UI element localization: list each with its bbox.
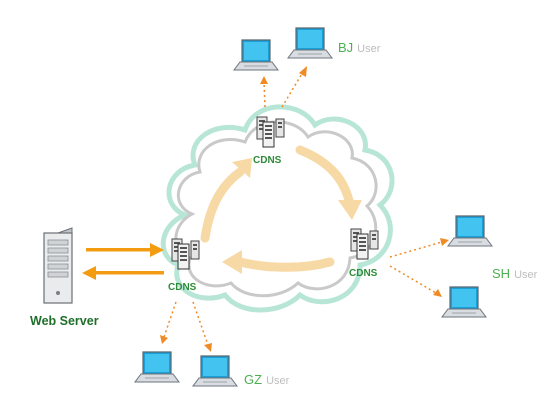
user-links <box>160 66 449 352</box>
gz-region-label: GZ User <box>244 372 290 387</box>
sh-region-code: SH <box>492 266 510 281</box>
sh-users: SH User <box>441 215 538 318</box>
laptop-icon <box>287 27 333 59</box>
laptop-icon <box>134 351 180 383</box>
bj-region-label: BJ User <box>338 40 381 55</box>
bj-users: BJ User <box>233 27 381 71</box>
update-label: Update <box>101 257 136 269</box>
web-server-label: Web Server <box>30 314 99 328</box>
link-gz-1 <box>163 301 177 338</box>
sh-region-label: SH User <box>492 266 538 281</box>
laptop-icon <box>441 286 487 318</box>
cycle-arrow-bottom <box>235 257 335 272</box>
laptop-icon <box>447 215 493 247</box>
cdns-node-left: CDNS <box>168 238 200 293</box>
link-bj-2 <box>281 71 304 108</box>
cycle-arrow-left-up <box>200 167 245 243</box>
cdns-top-label: CDNS <box>253 155 282 166</box>
bj-user-word: User <box>357 43 381 55</box>
link-sh-2 <box>389 265 437 294</box>
update-arrow-left-head <box>82 266 96 280</box>
cycle-arrow-top-right <box>295 145 355 210</box>
link-gz-2 <box>192 301 209 346</box>
replication-cycle <box>200 145 362 274</box>
laptop-icon <box>192 355 238 387</box>
cdns-left-label: CDNS <box>168 282 197 293</box>
cycle-arrow-top-right-head <box>338 200 362 220</box>
gz-user-word: User <box>266 375 290 387</box>
sh-user-word: User <box>514 269 538 281</box>
cycle-arrow-left-up-head <box>232 158 252 178</box>
update-arrow-right-head <box>150 243 164 257</box>
web-server: Web Server <box>30 227 99 328</box>
link-sh-1 <box>389 241 443 258</box>
gz-region-code: GZ <box>244 372 262 387</box>
laptop-icon <box>233 39 279 71</box>
cdns-node-top: CDNS <box>253 116 285 166</box>
gz-users: GZ User <box>134 351 290 387</box>
cdns-node-right: CDNS <box>349 228 379 279</box>
bj-region-code: BJ <box>338 40 353 55</box>
cdns-right-label: CDNS <box>349 268 378 279</box>
update-link: Update <box>82 243 164 280</box>
cycle-arrow-bottom-head <box>222 250 242 274</box>
server-tower-icon <box>43 227 73 304</box>
link-bj-1 <box>263 81 266 108</box>
